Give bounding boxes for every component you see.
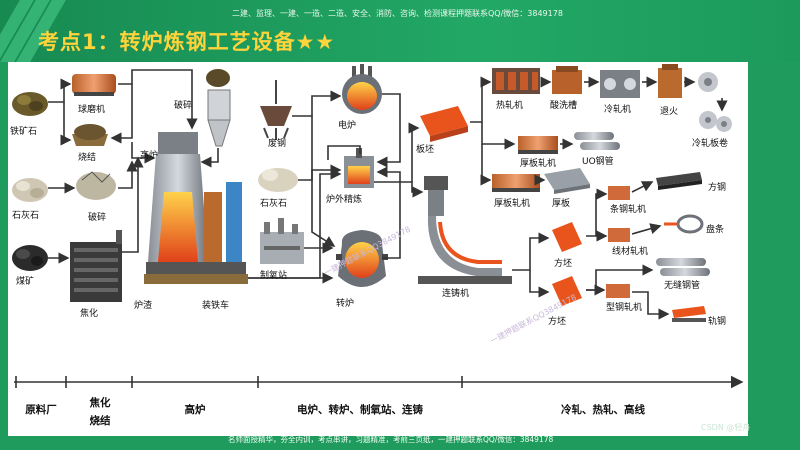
square-steel-icon (656, 172, 702, 190)
label-refining: 炉外精炼 (326, 195, 363, 205)
oxygen-station-icon (260, 218, 304, 264)
bar-mill-icon (608, 186, 630, 200)
billet-icon (552, 222, 582, 306)
label-iron-ore: 铁矿石 (10, 127, 38, 137)
top-note: 二建、监理、一建、一造、二造、安全、消防、咨询、检测课程押题联系QQ/微信：38… (232, 9, 563, 18)
uo-pipe-icon (574, 132, 620, 150)
label-seamless-pipe: 无缝钢管 (664, 281, 701, 291)
label-hot-rolling-mill: 热轧机 (496, 101, 524, 111)
page-title: 考点1：转炉炼钢工艺设备★★ (38, 30, 336, 54)
continuous-caster-icon (418, 176, 512, 284)
hot-rolling-mill-icon (492, 68, 540, 94)
stage-coking-sintering: 焦化 烧结 (89, 397, 111, 427)
slab-icon (420, 106, 468, 142)
crusher-icon (76, 171, 116, 200)
converter-icon (336, 230, 388, 287)
refining-icon (344, 148, 374, 188)
label-billet-2: 方坯 (548, 317, 567, 327)
label-annealing: 退火 (660, 107, 679, 117)
stage-blast-furnace: 高炉 (184, 404, 206, 416)
limestone-icon (12, 178, 48, 202)
csdn-watermark: CSDN @轻舟 (701, 423, 751, 432)
label-blast-furnace: 高炉 (140, 151, 159, 161)
label-continuous-caster: 连铸机 (442, 289, 470, 299)
coal-icon (12, 245, 48, 271)
section-mill-icon (606, 284, 630, 298)
label-plate-mill-2: 厚板轧机 (494, 199, 531, 209)
sinter-icon (72, 124, 108, 146)
plate-mill-icon (518, 136, 558, 154)
electric-furnace-icon (342, 64, 382, 114)
label-scrap: 废钢 (268, 139, 287, 149)
label-ball-mill: 球磨机 (78, 105, 106, 115)
label-pickling: 酸洗槽 (550, 101, 578, 111)
blast-furnace-icon (144, 132, 248, 284)
wire-mill-icon (608, 228, 630, 242)
stage-timeline: 原料厂 焦化 烧结 高炉 电炉、转炉、制氧站、连铸 冷轧、热轧、高线 (8, 362, 748, 436)
wire-coil-icon (664, 214, 704, 234)
bottom-note: 名师面授精华，夯全内训，考点串讲，习题精准，考前三页纸，一建押题联系QQ/微信：… (228, 435, 554, 444)
label-crusher: 破碎 (88, 213, 107, 223)
seamless-pipe-icon (656, 258, 710, 276)
label-wire-mill: 线材轧机 (612, 247, 649, 257)
label-slag: 炉渣 (134, 301, 153, 311)
iron-ore-icon (12, 92, 48, 116)
rail-icon (672, 306, 706, 322)
plate-mill-2-icon (492, 174, 540, 192)
label-crusher-top: 破碎 (174, 101, 193, 111)
annealing-icon (658, 64, 682, 98)
label-rail: 轨钢 (708, 317, 727, 327)
cold-rolling-mill-icon (600, 70, 640, 98)
label-cold-rolled-coil: 冷轧板卷 (692, 139, 729, 149)
stage-steelmaking: 电炉、转炉、制氧站、连铸 (297, 404, 423, 416)
flow-lines (48, 69, 728, 320)
label-coking: 焦化 (80, 309, 99, 319)
header-band (0, 0, 800, 62)
label-uo-pipe: UO钢管 (582, 157, 614, 167)
label-square-steel: 方钢 (708, 183, 727, 193)
label-limestone: 石灰石 (12, 211, 40, 221)
silo-icon (206, 69, 231, 147)
label-plate-mill: 厚板轧机 (520, 159, 557, 169)
limestone-pile-icon (258, 168, 298, 192)
label-oxygen-station: 制氧站 (260, 271, 288, 281)
label-hot-metal-car: 装铁车 (202, 301, 230, 311)
label-section-mill: 型钢轧机 (606, 303, 643, 313)
ball-mill-icon (72, 74, 116, 96)
label-limestone-mid: 石灰石 (260, 199, 288, 209)
process-diagram-svg: 一建押题联系QQ3849178 一建押题联系QQ3849178 (12, 64, 732, 346)
process-diagram: 一建押题联系QQ3849178 一建押题联系QQ3849178 铁矿石 球磨机 … (8, 62, 748, 362)
heavy-plate-icon (544, 168, 590, 194)
label-wire-coil: 盘条 (706, 225, 725, 235)
label-sinter: 烧结 (78, 153, 97, 163)
timeline-axis (14, 375, 744, 389)
stage-rolling: 冷轧、热轧、高线 (561, 404, 645, 416)
label-electric-furnace: 电炉 (338, 121, 357, 131)
scrap-crane-icon (260, 80, 292, 140)
label-bar-mill: 条钢轧机 (610, 205, 647, 215)
label-heavy-plate: 厚板 (552, 199, 571, 209)
stage-raw-materials: 原料厂 (25, 404, 57, 416)
label-slab: 板坯 (416, 145, 435, 155)
label-converter: 转炉 (336, 299, 355, 309)
coke-oven-icon (70, 230, 122, 302)
pickling-tank-icon (552, 66, 582, 94)
steel-coil-icon (698, 72, 732, 132)
label-cold-rolling-mill: 冷轧机 (604, 105, 632, 115)
label-billet-1: 方坯 (554, 259, 573, 269)
label-coal: 煤矿 (16, 277, 35, 287)
